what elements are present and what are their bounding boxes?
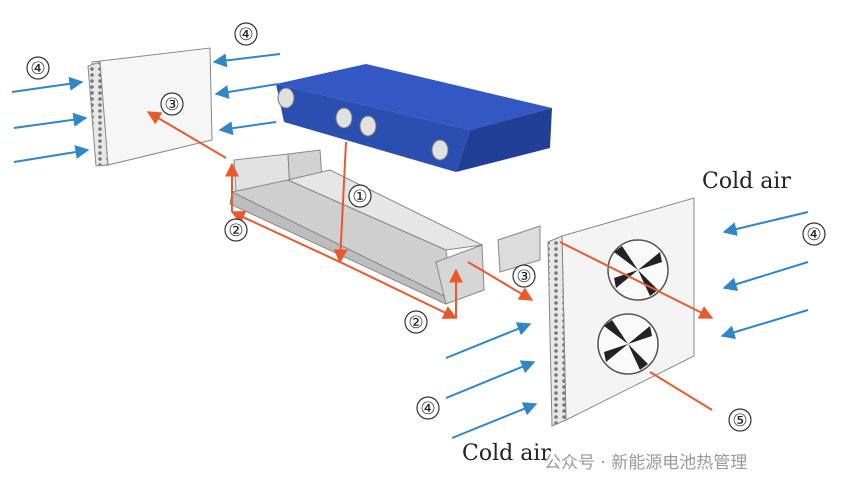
label-n1: ① (348, 184, 372, 208)
left-radiator (87, 47, 213, 167)
svg-text:⑤: ⑤ (732, 411, 747, 431)
label-n3b: ③ (512, 264, 536, 288)
svg-text:①: ① (352, 187, 367, 207)
svg-text:④: ④ (238, 25, 253, 45)
battery-module (276, 64, 552, 172)
label-n3a: ③ (160, 92, 184, 116)
label-n2a: ② (224, 218, 248, 242)
svg-text:④: ④ (806, 225, 821, 245)
svg-text:④: ④ (420, 399, 435, 419)
label-n4d: ④ (416, 396, 440, 420)
label-n4a: ④ (26, 56, 50, 80)
svg-text:②: ② (228, 221, 243, 241)
fan-top (607, 239, 669, 301)
internal-flow-arrows (146, 111, 714, 411)
label-n2b: ② (404, 310, 428, 334)
svg-text:②: ② (408, 313, 423, 333)
cold-air-label-top: Cold air (702, 169, 791, 194)
svg-text:③: ③ (516, 267, 531, 287)
right-radiator (547, 197, 695, 427)
cold-air-label-bottom: Cold air (462, 441, 551, 466)
air-duct (229, 149, 541, 305)
terminal-caps (277, 87, 449, 161)
watermark: 公众号 · 新能源电池热管理 (544, 453, 747, 473)
fan-bottom (597, 313, 659, 375)
svg-text:④: ④ (30, 59, 45, 79)
svg-text:③: ③ (164, 95, 179, 115)
cold-air-arrows (11, 53, 809, 439)
label-n5: ⑤ (728, 408, 752, 432)
label-n4b: ④ (234, 22, 258, 46)
label-n4c: ④ (802, 222, 826, 246)
